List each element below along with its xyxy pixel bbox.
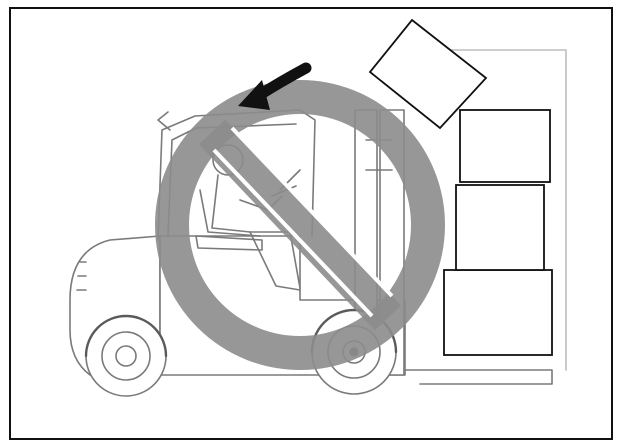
load-box-middle xyxy=(456,185,544,270)
load-box-bottom xyxy=(444,270,552,355)
load-box-top xyxy=(460,110,550,182)
